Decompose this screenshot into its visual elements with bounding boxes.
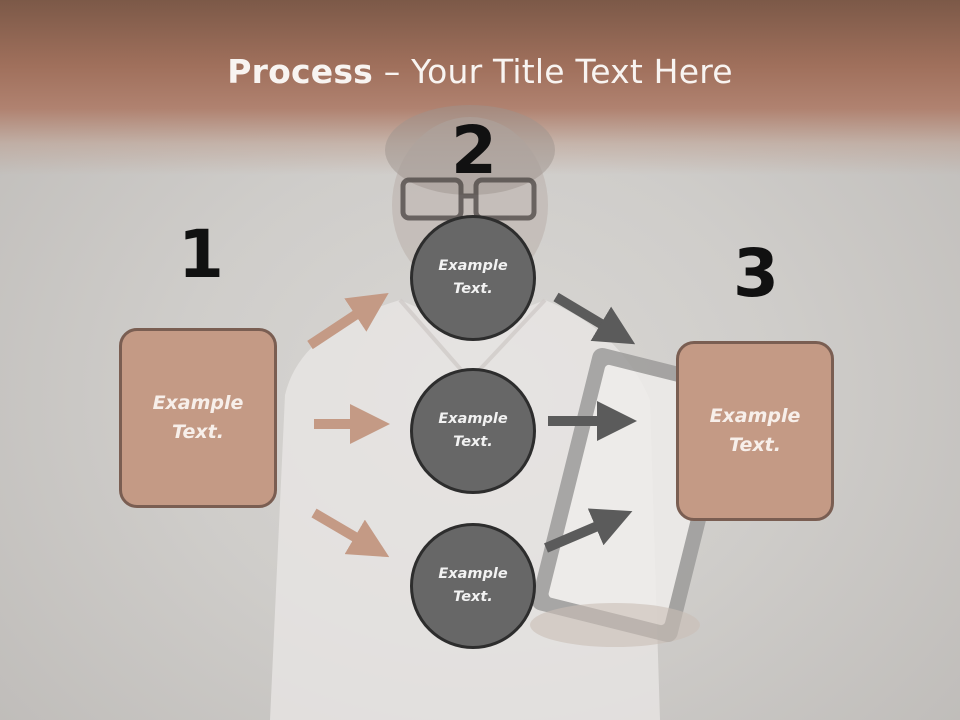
- person-glasses: [400, 177, 537, 221]
- title-rest: – Your Title Text Here: [373, 52, 733, 91]
- person-hand: [530, 603, 700, 647]
- circle-bottom[interactable]: Example Text.: [410, 523, 536, 649]
- circle-top[interactable]: Example Text.: [410, 215, 536, 341]
- person-hair: [385, 105, 555, 195]
- step-1-box[interactable]: Example Text.: [119, 328, 277, 508]
- circle-middle[interactable]: Example Text.: [410, 368, 536, 494]
- step-number-3: 3: [733, 235, 779, 312]
- slide-title: Process – Your Title Text Here: [0, 52, 960, 91]
- title-bold: Process: [227, 52, 374, 91]
- step-3-box[interactable]: Example Text.: [676, 341, 834, 521]
- step-number-1: 1: [178, 216, 224, 293]
- step-number-2: 2: [451, 112, 497, 189]
